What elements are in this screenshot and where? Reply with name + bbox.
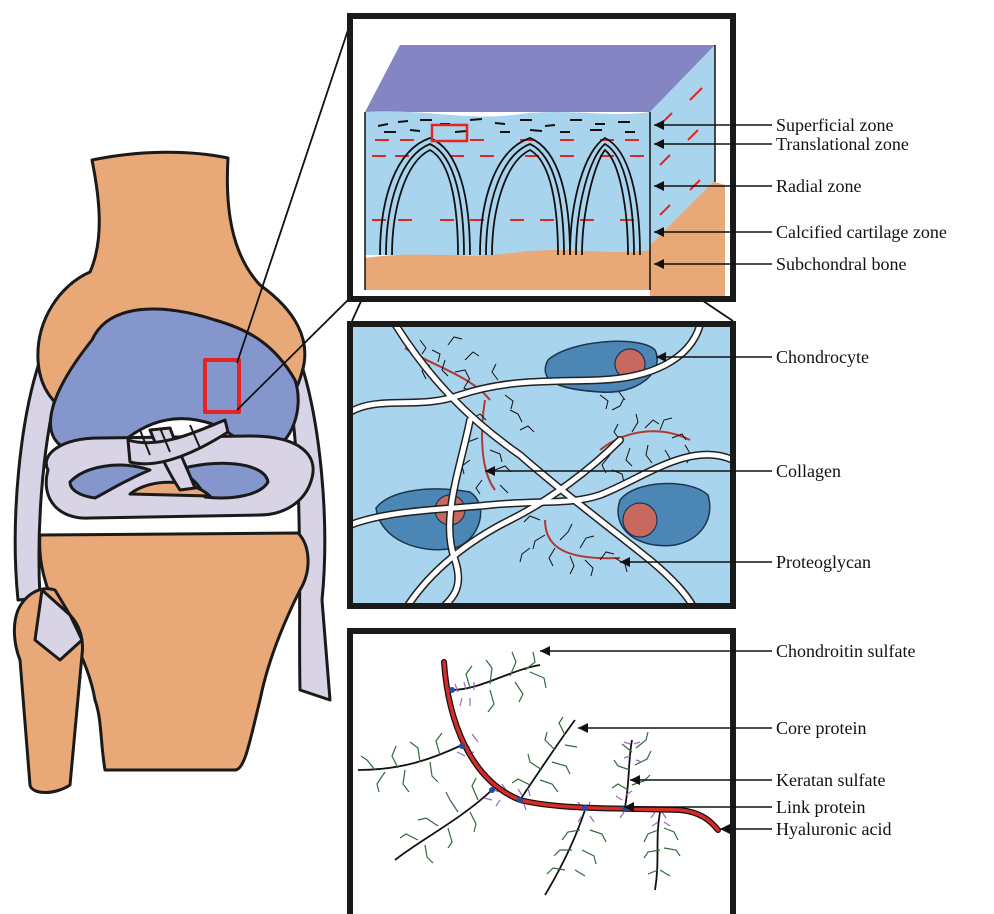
extracellular-matrix-panel <box>350 324 733 610</box>
knee-joint-illustration <box>14 152 330 792</box>
subchondral-bone-layer <box>365 250 650 290</box>
label-hyaluronic-acid: Hyaluronic acid <box>776 819 891 839</box>
label-core-protein: Core protein <box>776 718 866 738</box>
label-translational-zone: Translational zone <box>776 134 909 154</box>
proteoglycan-aggregate-panel <box>350 631 733 914</box>
label-chondrocyte: Chondrocyte <box>776 347 869 367</box>
cartilage-zones-panel <box>350 16 733 300</box>
label-radial-zone: Radial zone <box>776 176 861 196</box>
label-proteoglycan: Proteoglycan <box>776 552 871 572</box>
label-collagen: Collagen <box>776 461 841 481</box>
label-calcified-cartilage-zone: Calcified cartilage zone <box>776 222 947 242</box>
label-link-protein: Link protein <box>776 797 865 817</box>
label-keratan-sulfate: Keratan sulfate <box>776 770 885 790</box>
label-chondroitin-sulfate: Chondroitin sulfate <box>776 641 915 661</box>
label-superficial-zone: Superficial zone <box>776 115 893 135</box>
label-subchondral-bone: Subchondral bone <box>776 254 906 274</box>
